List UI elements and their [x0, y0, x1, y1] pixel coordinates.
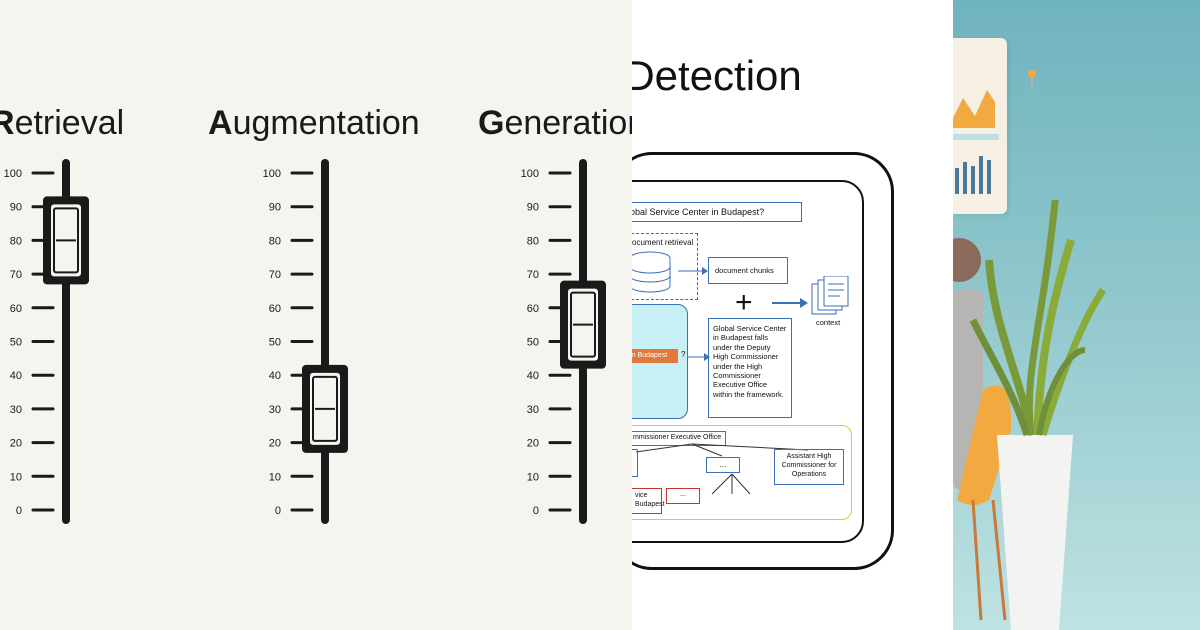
chart-board	[953, 38, 1007, 214]
org-node: ...	[666, 488, 700, 504]
tick-label: 70	[269, 269, 281, 281]
tick-label: 40	[527, 370, 539, 382]
diagram-title: ty Detection	[632, 52, 802, 99]
tick-label: 90	[527, 202, 539, 214]
illustration-panel	[953, 0, 1200, 630]
tick-label: 30	[10, 404, 22, 416]
document-chunks-box: document chunks	[708, 257, 788, 284]
tick-label: 100	[521, 168, 539, 180]
slider-tracks: 1009080706050403020100100908070605040302…	[4, 159, 606, 524]
area-chart-icon	[953, 90, 999, 194]
tick-label: 70	[527, 269, 539, 281]
lamp-icon	[1028, 70, 1036, 90]
tick-label: 50	[527, 337, 539, 349]
diagram-frame	[632, 152, 894, 570]
org-node	[632, 449, 638, 477]
tick-label: 80	[10, 235, 22, 247]
rag-diagram-panel: ty Detection s the Global Service Center…	[632, 0, 953, 630]
tick-label: 100	[4, 168, 22, 180]
tick-label: 30	[269, 404, 281, 416]
org-chart-frame	[632, 425, 852, 520]
document-stack-icon	[811, 276, 849, 315]
rag-sliders-panel: Retrieval Augmentation Generation 100908…	[0, 0, 632, 630]
slider-knob-inner	[312, 375, 338, 442]
tick-label: 100	[263, 168, 281, 180]
augmentation-title: Augmentation	[208, 104, 420, 142]
tick-label: 60	[269, 303, 281, 315]
org-chart-head: mmissioner Executive Office	[632, 431, 727, 446]
tick-label: 0	[533, 505, 539, 517]
person-with-plant	[953, 200, 1106, 630]
generation-title: Generation	[478, 104, 632, 142]
retrieval-label: ocument retrieval	[632, 238, 694, 247]
tick-label: 80	[269, 235, 281, 247]
tick-label: 0	[275, 505, 281, 517]
tick-label: 50	[10, 337, 22, 349]
retrieval-box	[632, 233, 698, 300]
tick-label: 60	[10, 303, 22, 315]
arrow-icon	[688, 353, 710, 361]
tick-label: 90	[269, 202, 281, 214]
org-node-operations: Assistant High Commissioner for Operatio…	[774, 449, 844, 485]
tick-label: 20	[269, 438, 281, 450]
question-box: s the Global Service Center in Budapest?	[632, 202, 802, 222]
arrow-icon	[678, 267, 708, 275]
tick-label: 80	[527, 235, 539, 247]
plus-icon: +	[735, 286, 753, 319]
tick-label: 0	[16, 505, 22, 517]
question-mark: ?	[681, 350, 686, 359]
tick-label: 10	[10, 471, 22, 483]
slider-knob-inner	[570, 291, 596, 358]
database-icon	[632, 251, 671, 293]
answer-box: Global Service Center in Budapest falls …	[708, 318, 792, 418]
tick-label: 20	[10, 438, 22, 450]
tick-label: 60	[527, 303, 539, 315]
retrieval-title: Retrieval	[0, 104, 125, 142]
tick-label: 30	[527, 404, 539, 416]
tick-label: 10	[269, 471, 281, 483]
tick-label: 40	[10, 370, 22, 382]
tick-label: 90	[10, 202, 22, 214]
tick-label: 20	[527, 438, 539, 450]
org-node: ...	[706, 457, 740, 473]
highlight-label: er in Budapest	[632, 349, 678, 363]
arrow-icon	[772, 298, 808, 308]
tick-label: 40	[269, 370, 281, 382]
tick-label: 10	[527, 471, 539, 483]
tick-label: 70	[10, 269, 22, 281]
tick-label: 50	[269, 337, 281, 349]
slider-knob-inner	[53, 207, 79, 274]
context-label: context	[816, 318, 841, 327]
